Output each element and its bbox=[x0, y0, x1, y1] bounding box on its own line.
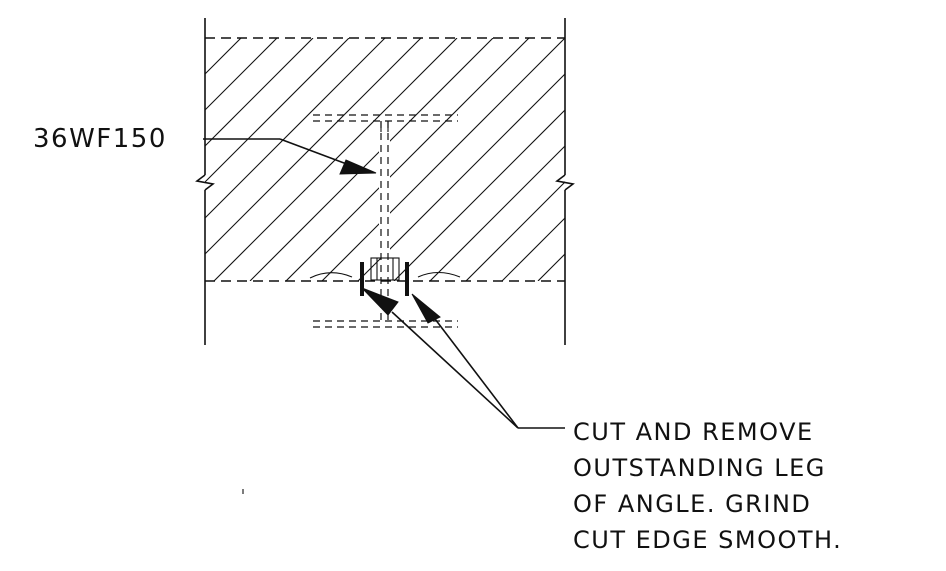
note-line-4: CUT EDGE SMOOTH. bbox=[573, 526, 842, 554]
hatch-line bbox=[249, 38, 494, 281]
hatch-line bbox=[357, 73, 565, 281]
hatch-line bbox=[321, 38, 565, 281]
angle-clip bbox=[309, 257, 461, 296]
member-leader bbox=[203, 138, 377, 175]
hatch-line bbox=[465, 181, 565, 281]
cut-remove-note: CUT AND REMOVE OUTSTANDING LEG OF ANGLE.… bbox=[573, 418, 842, 554]
note-line-3: OF ANGLE. GRIND bbox=[573, 490, 811, 518]
hatch-line bbox=[205, 38, 206, 39]
note-line-1: CUT AND REMOVE bbox=[573, 418, 814, 446]
hatch-line bbox=[205, 38, 278, 111]
hatch-line bbox=[205, 38, 386, 219]
concrete-hatch bbox=[205, 38, 817, 281]
member-size-label: 36WF150 bbox=[33, 124, 167, 154]
web-knockout bbox=[379, 121, 390, 258]
section-boundaries bbox=[205, 37, 565, 282]
note-leaders bbox=[361, 287, 565, 429]
hatch-line bbox=[205, 38, 422, 255]
hatch-line bbox=[205, 38, 350, 183]
hatch-line bbox=[574, 38, 817, 281]
hatch-line bbox=[205, 38, 314, 147]
hatch-line bbox=[393, 109, 565, 281]
hatch-line bbox=[501, 217, 565, 281]
hatch-line bbox=[429, 145, 565, 281]
hatch-line bbox=[537, 253, 565, 281]
note-line-2: OUTSTANDING LEG bbox=[573, 454, 826, 482]
wide-flange-beam bbox=[313, 114, 458, 328]
hatch-line bbox=[285, 38, 530, 281]
